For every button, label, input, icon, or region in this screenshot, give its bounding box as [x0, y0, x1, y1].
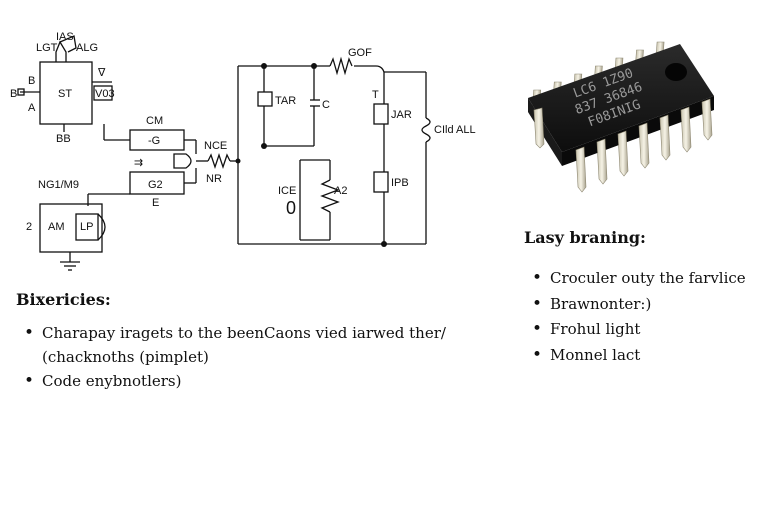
- label-lgt: LGT: [36, 42, 58, 54]
- resistor-nce: [207, 152, 231, 170]
- list-item: Brawnonter:): [524, 292, 746, 318]
- list-item: Code enybnotlers): [16, 369, 446, 393]
- label-jar: JAR: [391, 109, 412, 121]
- learning-heading: Lasy braning:: [524, 228, 646, 247]
- label-ipb: IPB: [391, 177, 409, 189]
- ic-chip: LC6 1Z90 837 36846 F08INIG: [528, 41, 714, 193]
- resistor-gof: [329, 56, 353, 76]
- label-c: C: [322, 99, 330, 111]
- label-b: B: [28, 75, 35, 87]
- and-gate: [173, 153, 192, 169]
- label-v03: V03: [95, 88, 115, 100]
- label-ias: IAS: [56, 31, 74, 43]
- label-alg: ALG: [76, 42, 98, 54]
- exercises-heading: Bixericies:: [16, 290, 111, 309]
- label-g: -G: [148, 135, 160, 147]
- exercises-list: Charapay iragets to the beenCaons vied i…: [16, 321, 446, 393]
- label-v-top: ∇: [97, 67, 106, 79]
- label-nr: NR: [206, 173, 222, 185]
- label-eq: ⇉: [134, 157, 143, 169]
- list-item: Frohul light: [524, 317, 746, 343]
- label-a2: A2: [334, 185, 347, 197]
- label-ice: ICE: [278, 185, 296, 197]
- label-2: 2: [26, 221, 32, 233]
- label-a: A: [28, 102, 36, 114]
- label-ng: NG1/M9: [38, 179, 79, 191]
- label-am: AM: [48, 221, 65, 233]
- label-nce: NCE: [204, 140, 227, 152]
- label-bb: BB: [56, 133, 71, 145]
- learning-list: Croculer outy the farvlice Brawnonter:) …: [524, 266, 746, 368]
- label-e: E: [152, 197, 159, 209]
- label-zero: 0: [286, 198, 296, 218]
- label-g2: G2: [148, 179, 163, 191]
- label-st: ST: [58, 88, 72, 100]
- label-t: T: [372, 89, 379, 101]
- label-lp: LP: [80, 221, 93, 233]
- list-item: Croculer outy the farvlice: [524, 266, 746, 292]
- am-block: [39, 203, 103, 253]
- list-item-continuation: (chacknoths (pimplet): [42, 348, 209, 366]
- list-item: (chacknoths (pimplet): [16, 345, 446, 369]
- label-b-pin: B: [10, 88, 17, 100]
- label-cm: CM: [146, 115, 163, 127]
- label-cild: CIld ALL: [434, 124, 476, 136]
- list-item: Charapay iragets to the beenCaons vied i…: [16, 321, 446, 345]
- resistor-ice: [320, 179, 340, 213]
- label-tar: TAR: [275, 95, 296, 107]
- label-gof: GOF: [348, 47, 372, 59]
- inductor-ciid: [421, 117, 431, 143]
- list-item: Monnel lact: [524, 343, 746, 369]
